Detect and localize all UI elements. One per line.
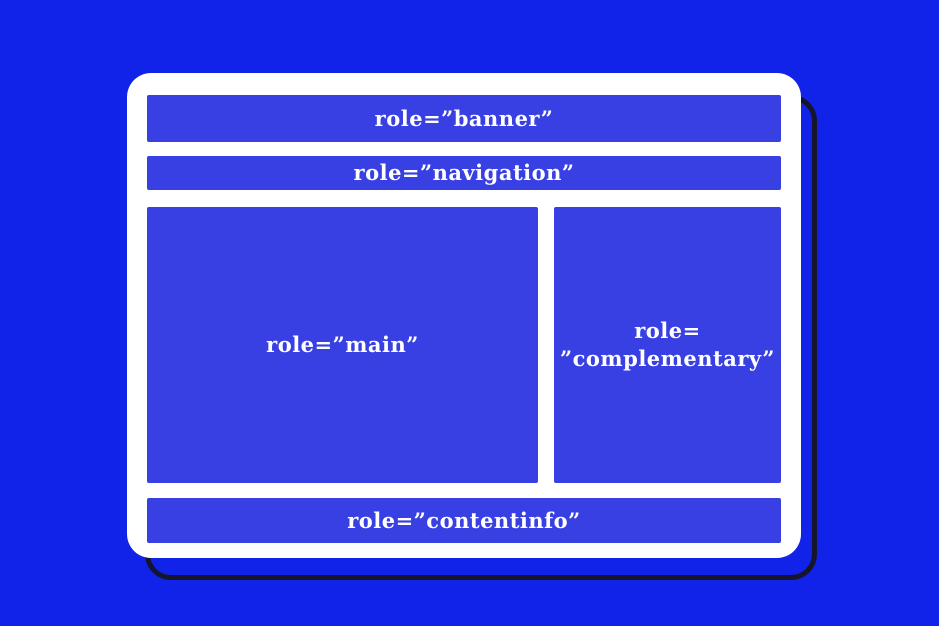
complementary-label-line2: ”complementary”: [560, 346, 775, 371]
complementary-region: role= ”complementary”: [554, 207, 781, 483]
main-region: role=”main”: [147, 207, 538, 483]
content-row: role=”main” role= ”complementary”: [147, 207, 781, 483]
complementary-label: role= ”complementary”: [560, 317, 775, 372]
contentinfo-region: role=”contentinfo”: [147, 498, 781, 543]
complementary-label-line1: role=: [634, 318, 701, 344]
browser-window-card: role=”banner” role=”navigation” role=”ma…: [127, 73, 801, 558]
contentinfo-label: role=”contentinfo”: [347, 507, 581, 533]
banner-label: role=”banner”: [374, 105, 554, 131]
navigation-region: role=”navigation”: [147, 156, 781, 190]
navigation-label: role=”navigation”: [353, 160, 575, 186]
banner-region: role=”banner”: [147, 95, 781, 142]
main-label: role=”main”: [266, 332, 419, 358]
